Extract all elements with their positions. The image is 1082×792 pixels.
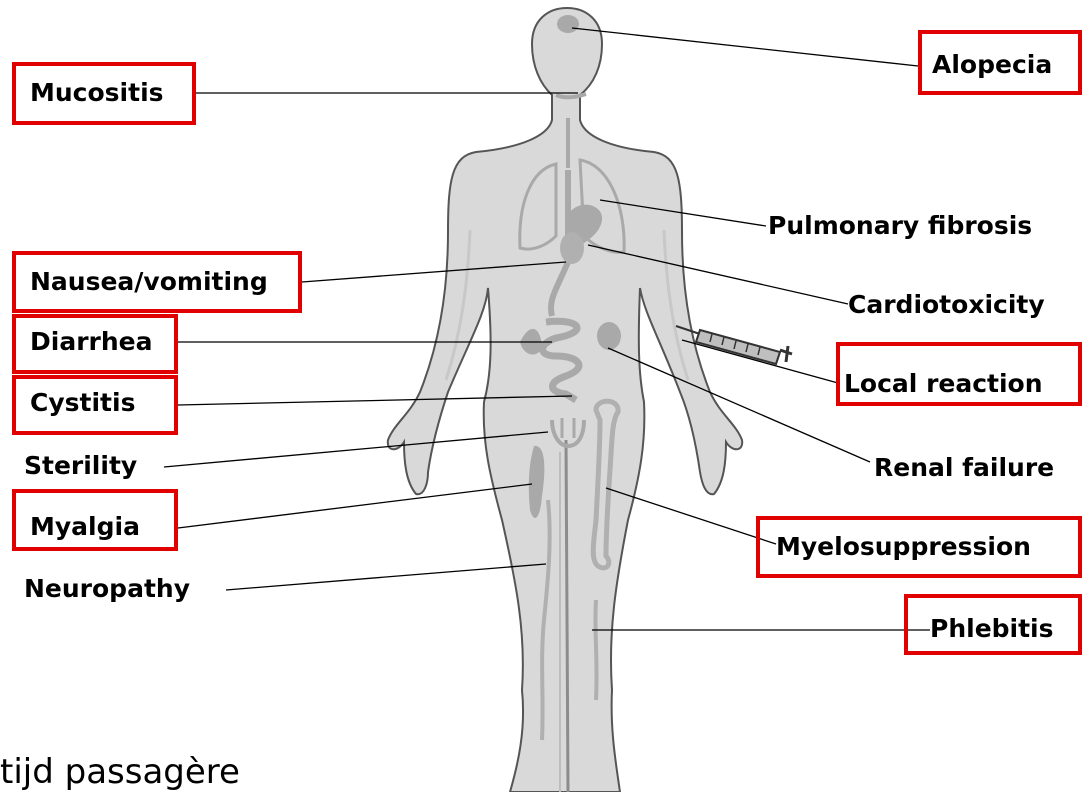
leader-myalgia bbox=[178, 484, 532, 528]
label-sterility: Sterility bbox=[24, 451, 137, 481]
label-diarrhea: Diarrhea bbox=[30, 327, 152, 357]
human-body-icon bbox=[388, 8, 742, 792]
caption-text: tijd passagère bbox=[0, 752, 240, 792]
label-myalgia: Myalgia bbox=[30, 512, 140, 542]
label-pulmonary-fibrosis: Pulmonary fibrosis bbox=[768, 211, 1032, 241]
label-myelosuppression: Myelosuppression bbox=[776, 532, 1031, 562]
leader-myelosuppression bbox=[606, 488, 776, 544]
label-cardiotoxicity: Cardiotoxicity bbox=[848, 290, 1045, 320]
label-neuropathy: Neuropathy bbox=[24, 574, 190, 604]
leader-alopecia bbox=[572, 28, 918, 66]
label-local-reaction: Local reaction bbox=[844, 369, 1043, 399]
label-alopecia: Alopecia bbox=[932, 50, 1052, 80]
label-phlebitis: Phlebitis bbox=[930, 614, 1054, 644]
leader-neuropathy bbox=[226, 564, 546, 590]
label-nausea-vomiting: Nausea/vomiting bbox=[30, 267, 268, 297]
label-renal-failure: Renal failure bbox=[874, 453, 1054, 483]
label-mucositis: Mucositis bbox=[30, 78, 164, 108]
label-cystitis: Cystitis bbox=[30, 388, 135, 418]
